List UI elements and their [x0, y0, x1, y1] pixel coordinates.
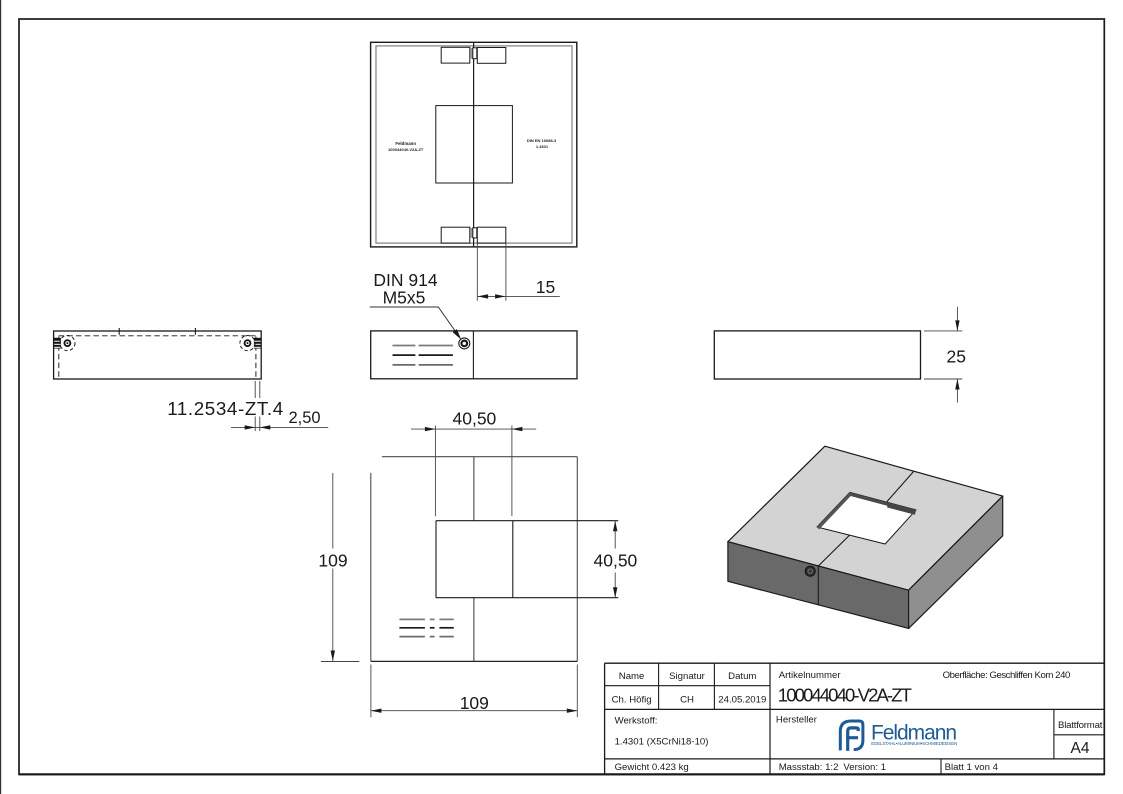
svg-text:EDELSTAHL•ALUMINIUM•SCHMIEDEEI: EDELSTAHL•ALUMINIUM•SCHMIEDEEISEN	[871, 741, 957, 746]
svg-text:11.2534-ZT.4: 11.2534-ZT.4	[167, 398, 283, 419]
svg-text:Blatt 1 von 4: Blatt 1 von 4	[945, 762, 999, 773]
svg-text:Hersteller: Hersteller	[776, 715, 818, 726]
svg-text:40,50: 40,50	[594, 550, 638, 570]
svg-text:DIN EN 10088-3: DIN EN 10088-3	[527, 138, 557, 143]
svg-text:DIN 914: DIN 914	[373, 270, 437, 290]
svg-text:100044040-V2A-ZT: 100044040-V2A-ZT	[778, 685, 912, 706]
svg-text:2,50: 2,50	[289, 409, 321, 427]
svg-text:Massstab: 1:2: Massstab: 1:2	[779, 762, 839, 773]
svg-text:40,50: 40,50	[453, 408, 497, 428]
svg-text:Signatur: Signatur	[669, 671, 706, 682]
svg-text:CH: CH	[680, 695, 694, 706]
svg-text:Datum: Datum	[728, 671, 756, 682]
svg-text:Oberfläche: Geschliffen Korn: Oberfläche: Geschliffen Korn 240	[943, 670, 1071, 681]
svg-text:Gewicht 0.423 kg: Gewicht 0.423 kg	[615, 762, 689, 773]
svg-text:Feldmann: Feldmann	[395, 141, 416, 146]
svg-text:M5x5: M5x5	[383, 288, 426, 308]
svg-text:24.05.2019: 24.05.2019	[718, 695, 766, 706]
svg-text:Ch. Höfig: Ch. Höfig	[612, 695, 652, 706]
svg-text:Name: Name	[619, 671, 645, 682]
svg-text:25: 25	[947, 347, 966, 367]
svg-text:Blattformat: Blattformat	[1058, 720, 1103, 731]
svg-text:Werkstoff:: Werkstoff:	[615, 716, 658, 727]
svg-text:A4: A4	[1071, 740, 1090, 757]
svg-text:Feldmann: Feldmann	[871, 722, 957, 745]
svg-text:1.4301: 1.4301	[536, 144, 549, 149]
svg-text:1.4301 (X5CrNi18-10): 1.4301 (X5CrNi18-10)	[615, 737, 709, 748]
svg-text:109: 109	[318, 550, 347, 570]
svg-text:Artikelnummer: Artikelnummer	[779, 670, 842, 681]
svg-text:15: 15	[536, 277, 555, 297]
svg-text:100044040-V2A-ZT: 100044040-V2A-ZT	[388, 147, 424, 152]
svg-text:Version: 1: Version: 1	[843, 762, 886, 773]
svg-text:109: 109	[460, 693, 489, 713]
